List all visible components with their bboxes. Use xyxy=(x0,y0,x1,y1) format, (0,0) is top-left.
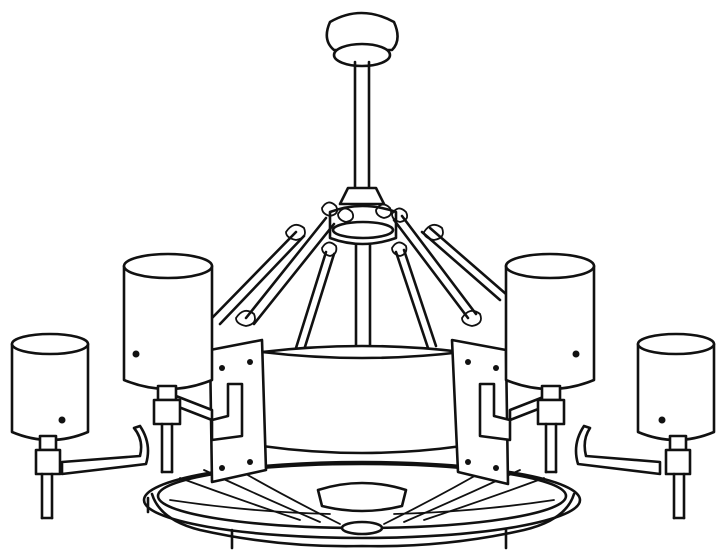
center-pole xyxy=(354,243,372,354)
support-rods xyxy=(210,214,508,352)
rod-joints xyxy=(235,223,482,327)
light-shade-outer-left xyxy=(10,332,90,520)
downrod xyxy=(353,60,371,190)
center-hub xyxy=(321,186,409,246)
fan-cage xyxy=(142,460,582,550)
outer-arms xyxy=(60,424,662,476)
light-shade-outer-right xyxy=(636,332,716,520)
ceiling-canopy xyxy=(325,11,399,68)
light-shade-inner-right xyxy=(504,252,596,474)
drum-shade xyxy=(260,344,464,455)
light-shade-inner-left xyxy=(122,252,214,474)
